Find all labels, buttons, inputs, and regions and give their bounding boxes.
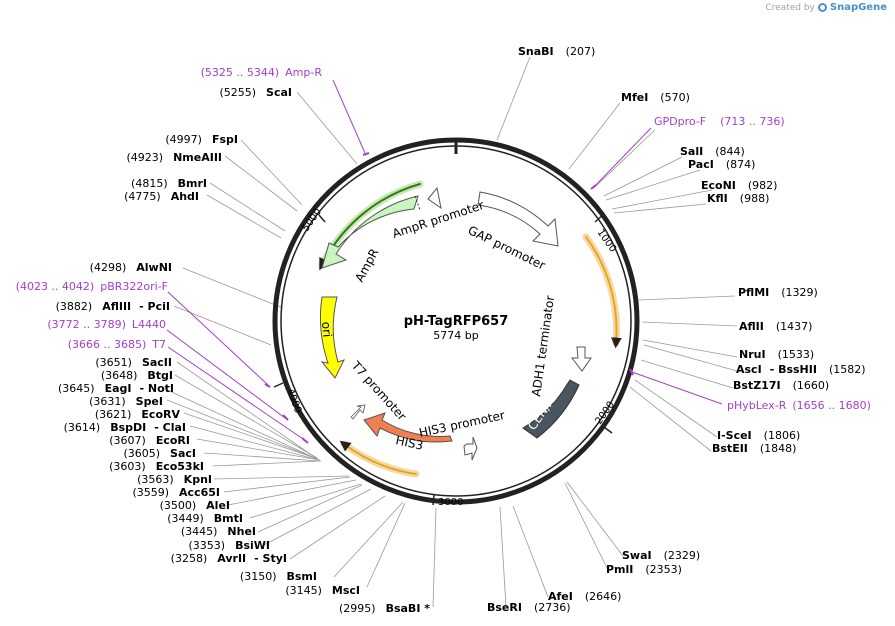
site-pmli[interactable]: PmlI(2353) xyxy=(606,563,682,576)
feature-his3[interactable] xyxy=(363,412,453,443)
site-swai[interactable]: SwaI(2329) xyxy=(622,549,700,562)
label-his3-promoter: HIS3 promoter xyxy=(418,408,506,440)
site-paci[interactable]: PacI(874) xyxy=(688,158,755,171)
site-kfli[interactable]: KflI(988) xyxy=(707,192,769,205)
brand-name: SnapGene xyxy=(829,2,887,13)
site-bmti[interactable]: (3449)BmtI xyxy=(167,512,243,525)
orf-arcs xyxy=(318,180,622,478)
site-nrui[interactable]: NruI(1533) xyxy=(739,348,814,361)
feature-amp-r-promoter[interactable] xyxy=(427,186,442,210)
site-sacii[interactable]: (3651)SacII xyxy=(95,356,172,369)
brand-prefix: Created by xyxy=(765,2,815,13)
site-mfei[interactable]: MfeI(570) xyxy=(621,91,690,104)
site-msci[interactable]: (3145)MscI xyxy=(285,584,360,597)
site-ecorv[interactable]: (3621)EcoRV xyxy=(95,408,181,421)
site-alei[interactable]: (3500)AleI xyxy=(160,499,230,512)
label-ori: ori xyxy=(319,321,334,338)
site-sali[interactable]: SalI(844) xyxy=(680,145,745,158)
snapgene-brand: Created by SnapGene xyxy=(765,2,887,13)
feature-ori[interactable] xyxy=(319,296,345,379)
primer-marks xyxy=(264,152,634,444)
site-bseri[interactable]: BseRI(2736) xyxy=(487,601,571,614)
site-econi[interactable]: EcoNI(982) xyxy=(701,179,777,192)
site-bsiwi[interactable]: (3353)BsiWI xyxy=(188,539,270,552)
site-bmri[interactable]: (4815)BmrI xyxy=(131,177,207,190)
site-scai[interactable]: (5255)ScaI xyxy=(219,86,292,99)
feature-his3-promoter[interactable] xyxy=(463,436,478,461)
feature-gap-promoter[interactable] xyxy=(477,191,559,247)
site-bstz17i[interactable]: BstZ17I(1660) xyxy=(733,379,829,392)
primer-labels: (5325 .. 5344)Amp-R GPDpro-F(713 .. 736)… xyxy=(16,66,871,412)
site-afliii-pcii[interactable]: (3882)AflIII- PciI xyxy=(56,300,170,313)
label-amp-r: AmpR xyxy=(352,246,381,284)
site-fspi[interactable]: (4997)FspI xyxy=(165,133,238,146)
primer-gpdpro-f[interactable]: GPDpro-F(713 .. 736) xyxy=(654,115,785,128)
site-asci-bsshii[interactable]: AscI- BssHII(1582) xyxy=(736,363,866,376)
site-ahdi[interactable]: (4775)AhdI xyxy=(124,190,199,203)
feature-cen-ars[interactable] xyxy=(522,379,580,439)
site-bsabi[interactable]: (2995)BsaBI * xyxy=(339,602,430,615)
label-connectors xyxy=(162,56,738,608)
site-pflmi[interactable]: PflMI(1329) xyxy=(738,286,818,299)
site-bsteii[interactable]: BstEII(1848) xyxy=(712,442,796,455)
site-acc65i[interactable]: (3559)Acc65I xyxy=(132,486,220,499)
site-saci[interactable]: (3605)SacI xyxy=(123,447,196,460)
plasmid-size: 5774 bp xyxy=(433,329,478,342)
feature-adh1-terminator[interactable] xyxy=(570,346,592,372)
tick-3000: 3000 xyxy=(438,497,463,508)
kb-ticks xyxy=(273,213,613,506)
primer-pbr322ori-f[interactable]: (4023 .. 4042)pBR322ori-F xyxy=(16,280,168,293)
site-bsmi[interactable]: (3150)BsmI xyxy=(240,570,317,583)
snapgene-logo-icon xyxy=(817,3,827,12)
site-spei[interactable]: (3631)SpeI xyxy=(89,395,163,408)
site-labels-right: SnaBI(207) MfeI(570) SalI(844) PacI(874)… xyxy=(487,45,866,614)
primer-phyblex-r[interactable]: pHybLex-R(1656 .. 1680) xyxy=(727,399,871,412)
feature-amp-r[interactable] xyxy=(321,195,421,269)
site-eco53ki[interactable]: (3603)Eco53kI xyxy=(109,460,204,473)
site-btgi[interactable]: (3648)BtgI xyxy=(101,369,173,382)
site-nhei[interactable]: (3445)NheI xyxy=(181,525,256,538)
primer-connectors xyxy=(166,79,723,442)
site-nmeaiii[interactable]: (4923)NmeAIII xyxy=(127,151,223,164)
primer-t7[interactable]: (3666 .. 3685)T7 xyxy=(68,338,166,351)
label-adh1-terminator: ADH1 terminator xyxy=(529,295,557,398)
site-snabi[interactable]: SnaBI(207) xyxy=(518,45,595,58)
site-aflii[interactable]: AflII(1437) xyxy=(739,320,812,333)
site-kpni[interactable]: (3563)KpnI xyxy=(137,473,212,486)
site-ecori[interactable]: (3607)EcoRI xyxy=(109,434,190,447)
site-alwni[interactable]: (4298)AlwNI xyxy=(90,261,172,274)
site-avrii-styi[interactable]: (3258)AvrII- StyI xyxy=(171,552,287,565)
site-eagi-noti[interactable]: (3645)EagI- NotI xyxy=(58,382,174,395)
site-bspdi-clai[interactable]: (3614)BspDI- ClaI xyxy=(64,421,186,434)
site-i-scei[interactable]: I-SceI(1806) xyxy=(717,429,800,442)
site-afei[interactable]: AfeI(2646) xyxy=(548,590,621,603)
site-labels-left: (2995)BsaBI * (3145)MscI (3150)BsmI (325… xyxy=(56,86,431,615)
label-his3: HIS3 xyxy=(394,433,424,452)
primer-l4440[interactable]: (3772 .. 3789)L4440 xyxy=(47,318,166,331)
feature-t7-promoter[interactable] xyxy=(350,404,366,420)
primer-amp-r[interactable]: (5325 .. 5344)Amp-R xyxy=(201,66,323,79)
tick-4000: 4000 xyxy=(284,387,303,415)
plasmid-name: pH-TagRFP657 xyxy=(404,314,509,329)
